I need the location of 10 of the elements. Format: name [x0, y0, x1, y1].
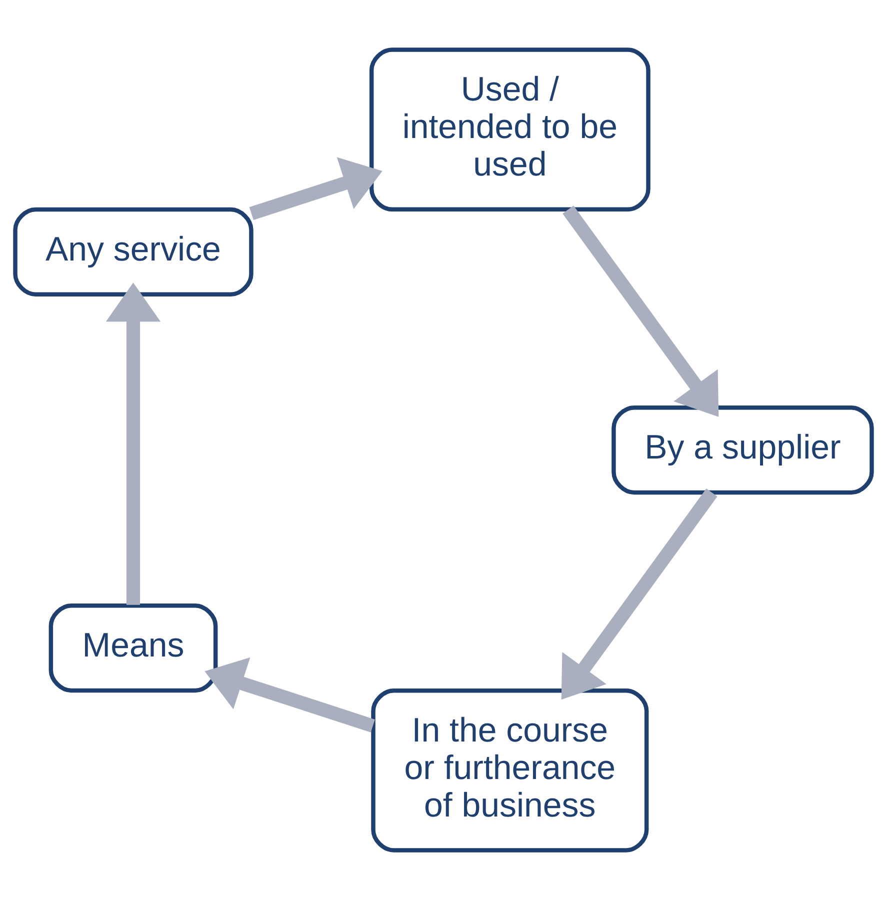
- arrow: [204, 656, 375, 732]
- node-box: Means: [48, 602, 218, 692]
- arrow: [562, 205, 719, 416]
- arrow: [561, 488, 718, 700]
- node-box: Used / intended to be used: [369, 47, 650, 211]
- arrow: [249, 156, 382, 220]
- node-box: In the course or furtherance of business: [371, 688, 649, 852]
- node-box: Any service: [13, 206, 254, 296]
- node-box: By a supplier: [612, 404, 874, 494]
- arrow: [106, 282, 161, 604]
